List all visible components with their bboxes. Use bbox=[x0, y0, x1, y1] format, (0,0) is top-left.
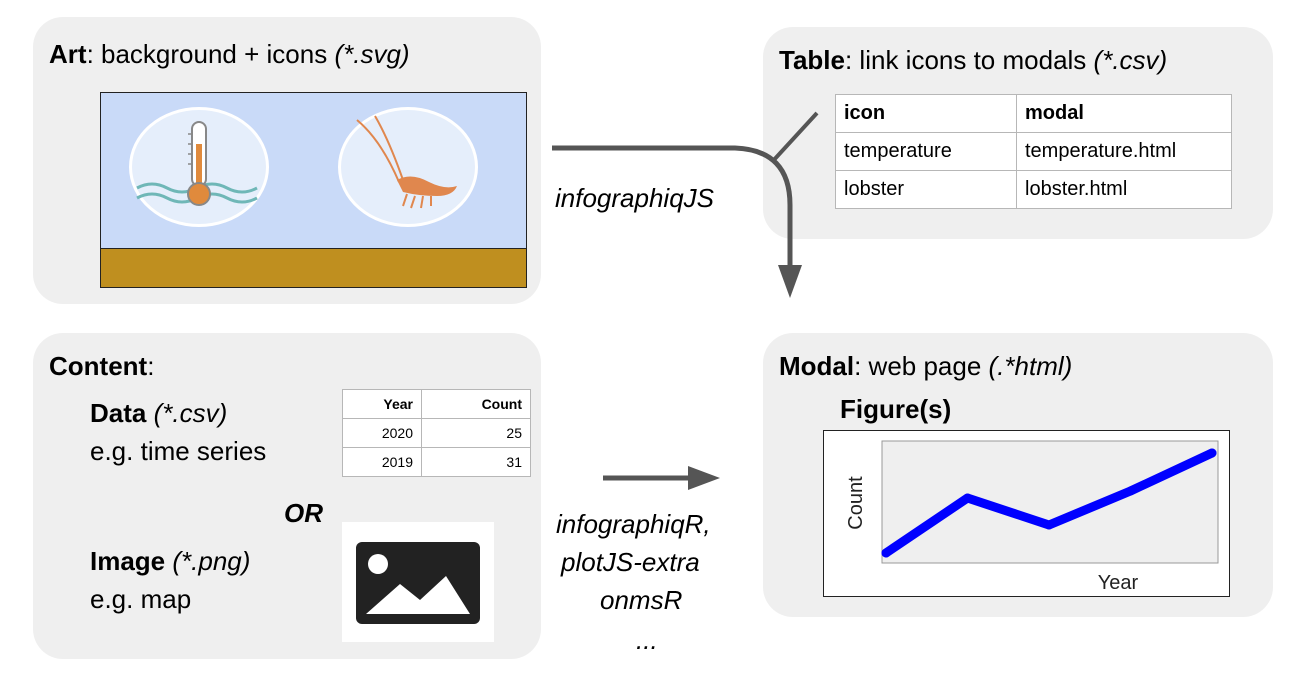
line-chart: Count Year bbox=[845, 440, 1219, 594]
data-table: Year Count 2020 25 2019 31 bbox=[342, 389, 531, 477]
art-title-bold: Art bbox=[49, 39, 87, 69]
link-table-header-icon: icon bbox=[835, 94, 1017, 133]
table-cell: lobster bbox=[835, 170, 1017, 209]
lobster-icon[interactable] bbox=[338, 107, 478, 227]
data-point bbox=[881, 548, 891, 558]
tool-label-plotjs: plotJS-extra bbox=[561, 547, 700, 577]
table-cell: 2019 bbox=[342, 447, 422, 477]
table-title: Table: link icons to modals (*.csv) bbox=[779, 45, 1167, 76]
or-label: OR bbox=[284, 498, 323, 528]
link-table: icon modal temperature temperature.html … bbox=[835, 94, 1232, 209]
straight-arrow-head bbox=[688, 466, 720, 490]
data-table-header-count: Count bbox=[421, 389, 531, 419]
table-row: 2019 31 bbox=[342, 447, 531, 477]
chart-frame: Count Year bbox=[823, 430, 1230, 597]
table-row: lobster lobster.html bbox=[835, 170, 1232, 209]
data-label-bold: Data bbox=[90, 398, 147, 428]
data-label: Data (*.csv) bbox=[90, 398, 227, 429]
ground-background bbox=[101, 248, 526, 287]
image-placeholder-icon bbox=[342, 522, 494, 642]
art-preview bbox=[100, 92, 527, 288]
content-title-bold: Content bbox=[49, 351, 148, 381]
art-title-italic: (*.svg) bbox=[334, 39, 410, 69]
x-axis-label: Year bbox=[1098, 572, 1139, 594]
tool-label-ellipsis: ... bbox=[636, 625, 658, 655]
image-label: Image (*.png) bbox=[90, 546, 250, 577]
table-cell: temperature.html bbox=[1016, 132, 1232, 171]
data-point bbox=[1207, 448, 1217, 458]
table-cell: 2020 bbox=[342, 418, 422, 448]
table-title-rest: : link icons to modals bbox=[844, 45, 1094, 75]
image-example: e.g. map bbox=[90, 584, 192, 614]
table-cell: lobster.html bbox=[1016, 170, 1232, 209]
data-table-header: Year Count bbox=[342, 389, 531, 419]
link-table-header: icon modal bbox=[835, 94, 1232, 133]
image-label-bold: Image bbox=[90, 546, 166, 576]
thermometer-icon[interactable] bbox=[129, 107, 269, 227]
table-title-italic: (*.csv) bbox=[1093, 45, 1168, 75]
table-cell: temperature bbox=[835, 132, 1017, 171]
figure-label: Figure(s) bbox=[840, 394, 952, 424]
table-title-bold: Table bbox=[779, 45, 845, 75]
content-title-rest: : bbox=[147, 351, 155, 381]
image-label-italic: (*.png) bbox=[165, 546, 251, 576]
data-table-header-year: Year bbox=[342, 389, 422, 419]
tool-label-onmsr: onmsR bbox=[600, 585, 683, 615]
modal-title-rest: : web page bbox=[854, 351, 989, 381]
link-table-header-modal: modal bbox=[1016, 94, 1232, 133]
modal-title: Modal: web page (.*html) bbox=[779, 351, 1072, 382]
y-axis-label: Count bbox=[845, 476, 867, 530]
content-title: Content: bbox=[49, 351, 154, 382]
curved-arrow-head bbox=[778, 265, 802, 298]
data-point bbox=[963, 493, 972, 503]
table-row: temperature temperature.html bbox=[835, 132, 1232, 171]
data-point bbox=[1044, 520, 1054, 530]
table-cell: 31 bbox=[421, 447, 531, 477]
data-example: e.g. time series bbox=[90, 436, 267, 466]
art-title-rest: : background + icons bbox=[86, 39, 335, 69]
table-cell: 25 bbox=[421, 418, 531, 448]
data-point bbox=[1126, 486, 1135, 496]
plot-area bbox=[881, 440, 1219, 564]
modal-title-bold: Modal bbox=[779, 351, 855, 381]
infographiqjs-label: infographiqJS bbox=[555, 183, 714, 213]
tool-label-infographiqr: infographiqR, bbox=[556, 509, 711, 539]
data-label-italic: (*.csv) bbox=[146, 398, 228, 428]
art-title: Art: background + icons (*.svg) bbox=[49, 39, 410, 70]
table-row: 2020 25 bbox=[342, 418, 531, 448]
modal-title-italic: (.*html) bbox=[988, 351, 1073, 381]
